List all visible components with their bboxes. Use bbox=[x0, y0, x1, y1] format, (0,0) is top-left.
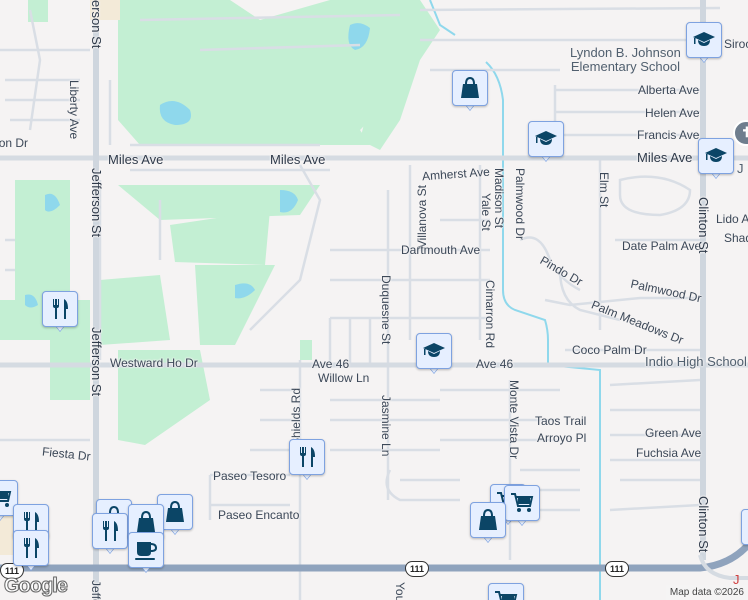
poi-label-lbj-elementary[interactable]: Lyndon B. Johnson Elementary School bbox=[570, 45, 681, 74]
road-label-paseo-tesoro: Paseo Tesoro bbox=[213, 469, 287, 483]
road-label-dandelion-dr: Dandelion Dr bbox=[0, 136, 29, 150]
road-label-taos-trail: Taos Trail bbox=[535, 414, 587, 428]
restaurant-marker[interactable] bbox=[42, 291, 78, 337]
cafe-marker[interactable] bbox=[128, 532, 164, 578]
road-label-duquesne-st: Duquesne St bbox=[379, 275, 393, 345]
shopping-bag-icon bbox=[137, 510, 155, 532]
highway-shield-111: 111 bbox=[605, 561, 629, 577]
road-label-jefferson-st: Jefferson St bbox=[89, 580, 103, 600]
cross-icon: ✝ bbox=[741, 124, 748, 140]
highway-shield-111: 111 bbox=[0, 563, 24, 579]
road-label-ave-46: Ave 46 bbox=[476, 357, 514, 371]
graduation-cap-icon bbox=[535, 131, 557, 145]
restaurant-marker[interactable] bbox=[13, 530, 49, 576]
road-label-helen-ave: Helen Ave bbox=[645, 106, 700, 120]
road-label-liberty-ave: Liberty Ave bbox=[67, 80, 81, 140]
road-label-ave-46: Ave 46 bbox=[312, 357, 350, 371]
road-label-green-ave: Green Ave bbox=[645, 426, 702, 440]
fork-knife-icon bbox=[300, 447, 315, 467]
restaurant-marker[interactable] bbox=[289, 439, 325, 485]
road-label-jasmine-ln: Jasmine Ln bbox=[379, 395, 393, 457]
road-label-elm-st: Elm St bbox=[597, 172, 611, 208]
google-logo[interactable]: Google bbox=[4, 575, 69, 598]
shopping-bag-icon bbox=[479, 508, 497, 530]
road-label-sirocco: Siroc bbox=[724, 37, 748, 51]
partial-marker[interactable] bbox=[741, 509, 748, 555]
shopping-bag-icon bbox=[166, 500, 184, 522]
road-label-date-palm-ave: Date Palm Ave bbox=[622, 239, 702, 253]
road-label-alberta-ave: Alberta Ave bbox=[638, 83, 700, 97]
road-label-clinton-st: Clinton St bbox=[696, 197, 711, 254]
shopping-cart-icon bbox=[0, 491, 12, 507]
road-label-shadow: Shad bbox=[724, 231, 748, 245]
road-label-yale-st: Yale St bbox=[479, 193, 493, 231]
road-label-miles-ave: Miles Ave bbox=[108, 152, 164, 167]
road-label-clinton-st: Clinton St bbox=[696, 496, 711, 553]
school-marker[interactable] bbox=[698, 138, 734, 184]
grocery-marker[interactable] bbox=[504, 485, 540, 531]
school-marker[interactable] bbox=[686, 22, 722, 68]
fork-knife-icon bbox=[24, 538, 39, 558]
road-label-arroyo-pl: Arroyo Pl bbox=[537, 431, 587, 445]
shopping-marker[interactable] bbox=[470, 502, 506, 548]
fork-knife-icon bbox=[24, 512, 39, 532]
road-label-paseo-encanto: Paseo Encanto bbox=[218, 508, 300, 522]
poi-label-j-school[interactable]: J bbox=[737, 161, 744, 176]
road-label-miles-ave: Miles Ave bbox=[637, 150, 693, 165]
road-label-jefferson-st: erson St bbox=[89, 0, 104, 49]
road-label-dartmouth-ave: Dartmouth Ave bbox=[401, 243, 481, 257]
coffee-cup-icon bbox=[135, 542, 158, 560]
road-label-madison-st: Madison St bbox=[492, 168, 506, 229]
road-label-coco-palm-dr: Coco Palm Dr bbox=[572, 343, 647, 357]
road-label-fuchsia-ave: Fuchsia Ave bbox=[636, 446, 702, 460]
school-marker[interactable] bbox=[528, 121, 564, 167]
graduation-cap-icon bbox=[705, 148, 727, 162]
road-label-jefferson-st: Jefferson St bbox=[89, 327, 104, 397]
grocery-marker[interactable] bbox=[488, 583, 524, 600]
road-label-miles-ave: Miles Ave bbox=[270, 152, 326, 167]
road-label-francis-ave: Francis Ave bbox=[637, 128, 700, 142]
shopping-bag-icon bbox=[461, 76, 479, 98]
fork-knife-icon bbox=[53, 299, 68, 319]
highway-shield-111: 111 bbox=[405, 561, 429, 577]
shopping-cart-icon bbox=[511, 493, 534, 512]
map-attribution[interactable]: Map data ©2026 bbox=[665, 585, 748, 600]
road-label-cimarron-rd: Cimarron Rd bbox=[483, 280, 497, 349]
graduation-cap-icon bbox=[423, 343, 445, 357]
restaurant-marker[interactable] bbox=[92, 513, 128, 559]
road-label-young: You bbox=[393, 582, 407, 600]
poi-label-indio-high-school[interactable]: Indio High School bbox=[645, 354, 747, 369]
fork-knife-icon bbox=[103, 521, 118, 541]
road-label-lido-ave: Lido Ave bbox=[716, 212, 748, 226]
shopping-cart-icon bbox=[495, 591, 518, 600]
shopping-marker[interactable] bbox=[452, 70, 488, 116]
road-label-palmwood-dr: Palmwood Dr bbox=[513, 168, 527, 241]
graduation-cap-icon bbox=[693, 32, 715, 46]
school-marker[interactable] bbox=[416, 333, 452, 379]
road-label-willow-ln: Willow Ln bbox=[318, 371, 370, 385]
road-label-shields-rd: Shields Rd bbox=[289, 388, 303, 447]
road-label-villanova-st: Villanova St bbox=[415, 185, 429, 249]
place-of-worship-marker[interactable]: ✝ bbox=[733, 120, 748, 146]
road-label-monte-vista-dr: Monte Vista Dr bbox=[507, 380, 521, 460]
poi-label-partial-red: J bbox=[733, 572, 740, 587]
road-label-westward-ho-dr: Westward Ho Dr bbox=[110, 356, 198, 370]
road-label-jefferson-st: Jefferson St bbox=[89, 168, 104, 238]
